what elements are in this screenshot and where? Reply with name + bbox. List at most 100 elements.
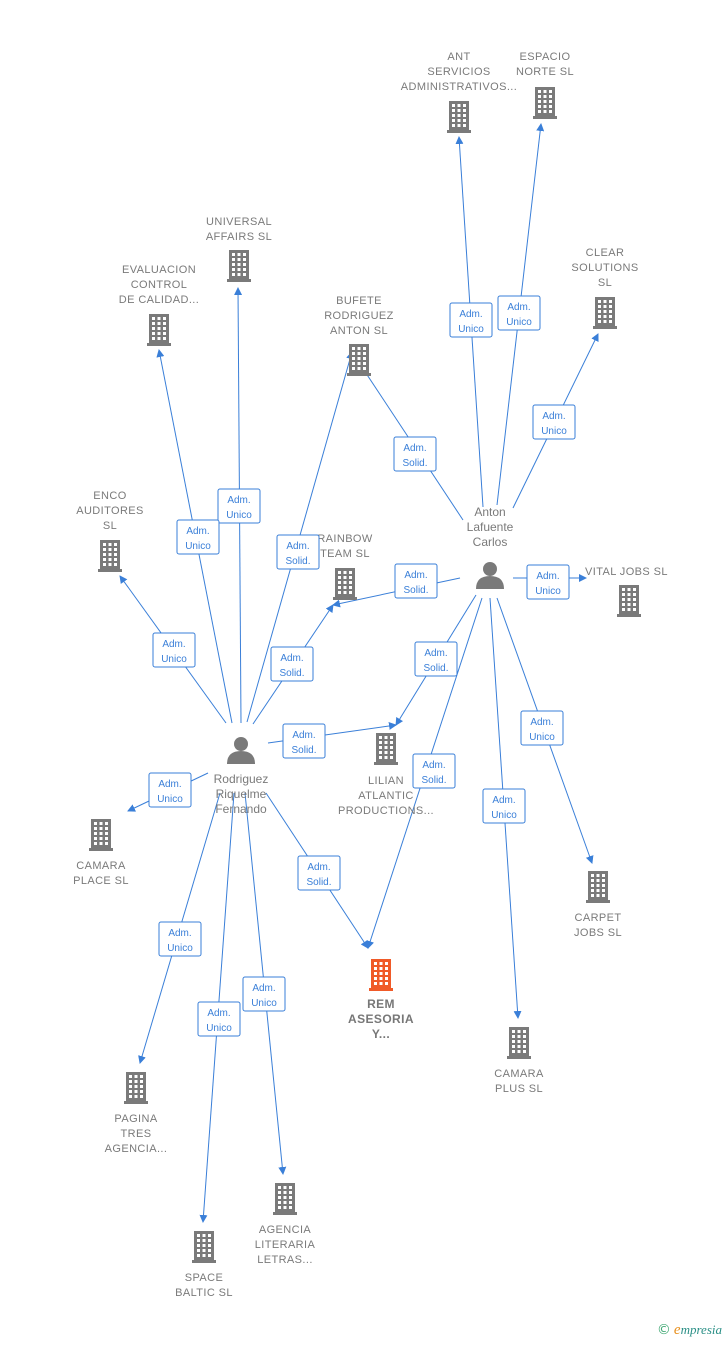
building-icon xyxy=(89,819,113,851)
person-icon xyxy=(476,562,504,589)
company-label-line: PLACE SL xyxy=(73,875,129,887)
edge-label-line: Unico xyxy=(167,943,193,954)
company-label-line: ANT xyxy=(447,51,470,63)
edge-label-line: Adm. xyxy=(530,717,553,728)
edge-label-rodriguez-camara_place: Adm.Unico xyxy=(148,772,192,808)
company-node-rem[interactable]: REMASESORIAY... xyxy=(348,959,414,1041)
edge-label-rodriguez-evaluacion: Adm.Unico xyxy=(176,519,220,555)
building-icon xyxy=(617,585,641,617)
edge-label-line: Adm. xyxy=(186,526,209,537)
company-label-line: EVALUACION xyxy=(122,264,196,276)
edge-label-line: Adm. xyxy=(459,309,482,320)
company-node-camara_place[interactable]: CAMARA PLACE SL xyxy=(73,819,129,887)
building-icon xyxy=(369,959,393,991)
building-icon xyxy=(533,87,557,119)
company-label-line: CAMARA xyxy=(76,860,126,872)
edge-label-line: Adm. xyxy=(424,648,447,659)
edge-label-rodriguez-bufete: Adm.Solid. xyxy=(276,534,320,570)
copyright-icon: © xyxy=(656,1322,671,1338)
company-label-line: NORTE SL xyxy=(516,66,574,78)
company-label-line: AGENCIA xyxy=(259,1224,312,1236)
edge-label-line: Unico xyxy=(506,317,532,328)
company-node-space[interactable]: SPACE BALTIC SL xyxy=(175,1231,233,1299)
person-label-line: Anton xyxy=(474,505,505,519)
building-icon xyxy=(273,1183,297,1215)
company-label-line: LILIAN xyxy=(368,775,404,787)
company-label-line: LITERARIA xyxy=(255,1239,316,1251)
edge-label-line: Adm. xyxy=(292,730,315,741)
company-label-line: ASESORIA xyxy=(348,1012,414,1026)
building-icon xyxy=(593,297,617,329)
company-label-line: BALTIC SL xyxy=(175,1287,233,1299)
company-label-line: UNIVERSAL xyxy=(206,216,272,228)
company-label-line: PRODUCTIONS... xyxy=(338,805,434,817)
edge-label-anton-rem: Adm.Solid. xyxy=(412,753,456,789)
company-label-line: BUFETE xyxy=(336,295,382,307)
company-node-lilian[interactable]: LILIANATLANTICPRODUCTIONS... xyxy=(338,733,434,817)
edge-label-line: Solid. xyxy=(421,775,446,786)
building-icon xyxy=(147,314,171,346)
edge-label-line: Unico xyxy=(161,654,187,665)
edge-label-line: Adm. xyxy=(227,495,250,506)
edge-label-rodriguez-agencia: Adm.Unico xyxy=(242,976,286,1012)
edge-label-line: Unico xyxy=(458,324,484,335)
edge-label-anton-lilian: Adm.Solid. xyxy=(414,641,458,677)
edge-label-rodriguez-lilian: Adm. Solid. xyxy=(282,723,326,759)
edge-label-line: Unico xyxy=(529,732,555,743)
company-label-line: ESPACIO xyxy=(520,51,571,63)
building-icon xyxy=(507,1027,531,1059)
edge-label-line: Adm. xyxy=(307,862,330,873)
company-node-ant[interactable]: ANTSERVICIOSADMINISTRATIVOS... xyxy=(401,51,517,133)
edge-label-line: Unico xyxy=(541,426,567,437)
edge-label-line: Solid. xyxy=(291,745,316,756)
company-label-line: SPACE xyxy=(185,1272,223,1284)
company-node-pagina[interactable]: PAGINATRESAGENCIA... xyxy=(105,1072,168,1155)
edge-label-rodriguez-pagina: Adm. Unico xyxy=(158,921,202,957)
building-icon xyxy=(447,101,471,133)
building-icon xyxy=(227,250,251,282)
building-icon xyxy=(192,1231,216,1263)
edge-label-rodriguez-rainbow: Adm.Solid. xyxy=(270,646,314,682)
edge-label-line: Unico xyxy=(157,794,183,805)
person-label-line: Carlos xyxy=(473,535,508,549)
edge-label-line: Adm. xyxy=(404,570,427,581)
company-label-line: CONTROL xyxy=(131,279,188,291)
company-label-line: CAMARA xyxy=(494,1068,544,1080)
edge-labels-layer: Adm.UnicoAdm.UnicoAdm.UnicoAdm.Solid.Adm… xyxy=(148,295,576,1037)
edge-label-line: Adm. xyxy=(280,653,303,664)
edge-label-rodriguez-rem: Adm. Solid. xyxy=(297,855,341,891)
company-node-enco[interactable]: ENCO AUDITORES SL xyxy=(76,490,144,572)
brand-logo-text: mpresia xyxy=(680,1322,722,1337)
company-label-line: AGENCIA... xyxy=(105,1143,168,1155)
company-node-vital[interactable]: VITAL JOBS SL xyxy=(585,566,668,617)
edge-label-line: Solid. xyxy=(306,877,331,888)
company-node-agencia[interactable]: AGENCIALITERARIALETRAS... xyxy=(255,1183,316,1266)
edge-label-line: Adm. xyxy=(403,443,426,454)
edge-label-line: Unico xyxy=(206,1023,232,1034)
company-label-line: ADMINISTRATIVOS... xyxy=(401,81,517,93)
edge-label-line: Adm. xyxy=(536,571,559,582)
edge-label-anton-carpet: Adm. Unico xyxy=(520,710,564,746)
company-label-line: ENCO xyxy=(93,490,126,502)
building-icon xyxy=(374,733,398,765)
edge-label-line: Adm. xyxy=(168,928,191,939)
company-node-espacio[interactable]: ESPACIO NORTE SL xyxy=(516,51,574,119)
edge-label-line: Unico xyxy=(251,998,277,1009)
edge-label-anton-bufete: Adm.Solid. xyxy=(393,436,437,472)
edge-label-anton-espacio: Adm.Unico xyxy=(497,295,541,331)
company-label-line: AUDITORES xyxy=(76,505,144,517)
person-icon xyxy=(227,737,255,764)
company-label-line: SL xyxy=(103,520,117,532)
